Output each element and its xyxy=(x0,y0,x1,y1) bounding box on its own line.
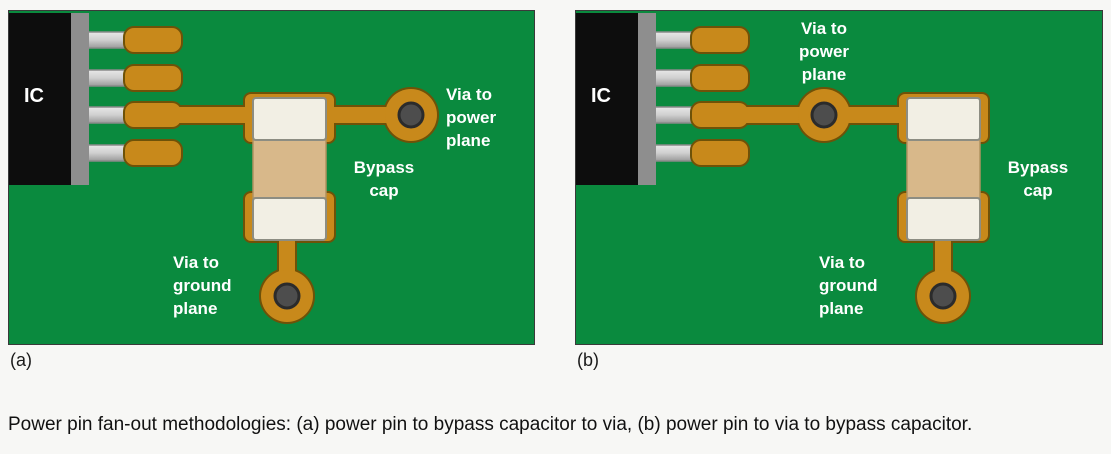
ground-via-hole xyxy=(929,282,957,310)
via-ground-label: Via to ground plane xyxy=(173,253,232,318)
bypass-cap-label: Bypass cap xyxy=(353,158,415,200)
ic-body xyxy=(576,13,638,185)
via-ground-label: Via to ground plane xyxy=(819,253,878,318)
bypass-cap-top-terminal xyxy=(252,97,327,141)
bypass-cap-body xyxy=(252,139,327,199)
pcb-graphic-a xyxy=(9,13,439,324)
figure-caption: Power pin fan-out methodologies: (a) pow… xyxy=(8,414,973,435)
bypass-cap-label: Bypass cap xyxy=(1007,158,1069,200)
ic-pins xyxy=(86,31,132,162)
ic-package-edge xyxy=(638,13,656,185)
ground-via-hole xyxy=(273,282,301,310)
pcb-board-a: IC Via to power plane Bypass cap Via to … xyxy=(8,10,535,345)
ic-package-edge xyxy=(71,13,89,185)
ic-label: IC xyxy=(24,85,44,107)
via-power-label: Via to power plane xyxy=(446,85,497,150)
power-via-hole xyxy=(810,101,838,129)
bypass-cap-bottom-terminal xyxy=(252,197,327,241)
bypass-cap-bottom-terminal xyxy=(906,197,981,241)
panel-letter-b: (b) xyxy=(577,350,599,370)
panel-letter-a: (a) xyxy=(10,350,32,370)
bypass-cap-body xyxy=(906,139,981,199)
via-power-label: Via to power plane xyxy=(798,19,850,84)
ic-label: IC xyxy=(591,85,611,107)
ic-pins xyxy=(653,31,699,162)
ic-body xyxy=(9,13,71,185)
power-via-hole xyxy=(397,101,425,129)
bypass-cap-top-terminal xyxy=(906,97,981,141)
pcb-graphic-b xyxy=(576,13,990,324)
pcb-board-b: IC Via to power plane Bypass cap Via to … xyxy=(575,10,1103,345)
